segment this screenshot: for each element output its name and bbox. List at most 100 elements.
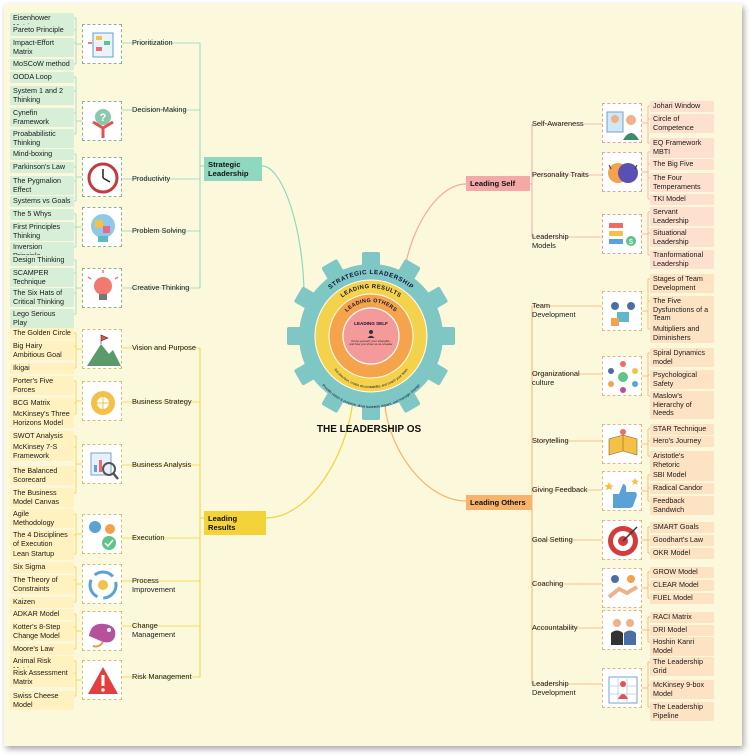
leaf-item[interactable]: Hoshin Kanri Model: [650, 637, 714, 657]
leaf-item[interactable]: The Golden Circle: [10, 328, 74, 339]
branch-leading-self[interactable]: Leading Self: [466, 176, 530, 191]
leaf-item[interactable]: Kaizen: [10, 597, 74, 608]
leaf-item[interactable]: First Principles Thinking: [10, 222, 74, 242]
leaf-item[interactable]: The Balanced Scorecard: [10, 466, 74, 486]
leaf-item[interactable]: SBI Model: [650, 470, 714, 481]
leaf-item[interactable]: Design Thinking: [10, 255, 74, 266]
subtopic-label[interactable]: Leadership Development: [532, 679, 576, 697]
leaf-item[interactable]: Big Hairy Ambitious Goal: [10, 341, 74, 361]
leaf-item[interactable]: Moore's Law: [10, 644, 74, 655]
leaf-item[interactable]: Hero's Journey: [650, 436, 714, 447]
leaf-item[interactable]: Parkinson's Law: [10, 162, 74, 173]
leaf-item[interactable]: The Five Dysfunctions of a Team: [650, 296, 714, 324]
subtopic-label[interactable]: Storytelling: [532, 436, 569, 445]
leaf-item[interactable]: Cynefin Framework: [10, 108, 74, 128]
leaf-item[interactable]: System 1 and 2 Thinking: [10, 86, 74, 106]
leaf-item[interactable]: EQ Framework: [650, 138, 714, 149]
hierarchy-icon: $: [602, 214, 642, 254]
leaf-item[interactable]: Feedback Sandwich: [650, 496, 714, 516]
leaf-item[interactable]: Aristotle's Rhetoric: [650, 451, 714, 471]
leaf-item[interactable]: The Four Temperaments: [650, 173, 714, 193]
leaf-item[interactable]: Lego Serious Play: [10, 309, 74, 329]
leaf-item[interactable]: Risk Assessment Matrix: [10, 668, 74, 688]
subtopic-label[interactable]: Execution: [132, 533, 165, 542]
leaf-item[interactable]: The 5 Whys: [10, 209, 74, 220]
subtopic-label[interactable]: Productivity: [132, 174, 171, 183]
leaf-item[interactable]: Radical Candor: [650, 483, 714, 494]
leaf-item[interactable]: The Leadership Grid: [650, 657, 714, 677]
subtopic-label[interactable]: Creative Thinking: [132, 283, 190, 292]
leaf-item[interactable]: Agile Methodology: [10, 509, 74, 529]
leaf-item[interactable]: OKR Model: [650, 548, 714, 559]
subtopic-label[interactable]: Process Improvement: [132, 576, 176, 594]
leaf-item[interactable]: STAR Technique: [650, 424, 714, 435]
leaf-item[interactable]: ADKAR Model: [10, 609, 74, 620]
leaf-item[interactable]: Servant Leadership: [650, 207, 714, 227]
leaf-item[interactable]: GROW Model: [650, 567, 714, 578]
subtopic-label[interactable]: Personality Traits: [532, 170, 589, 179]
leaf-item[interactable]: TKI Model: [650, 194, 714, 205]
leaf-item[interactable]: Goodhart's Law: [650, 535, 714, 546]
subtopic-label[interactable]: Organizational culture: [532, 369, 580, 387]
leaf-item[interactable]: MoSCoW method: [10, 59, 74, 70]
subtopic-label[interactable]: Business Strategy: [132, 397, 192, 406]
leaf-item[interactable]: Pareto Principle: [10, 25, 74, 36]
leaf-item[interactable]: The Big Five: [650, 159, 714, 170]
branch-leading-others[interactable]: Leading Others: [466, 495, 532, 510]
leaf-item[interactable]: SCAMPER Technique: [10, 268, 74, 288]
leaf-item[interactable]: Stages of Team Development: [650, 274, 714, 294]
leaf-item[interactable]: The Business Model Canvas: [10, 488, 74, 508]
leaf-item[interactable]: Lean Startup: [10, 549, 74, 560]
leaf-item[interactable]: McKinsey's Three Horizons Model: [10, 409, 74, 429]
leaf-item[interactable]: SWOT Analysis: [10, 431, 74, 442]
branch-leading-results[interactable]: Leading Results: [204, 511, 266, 535]
leaf-item[interactable]: Maslow's Hierarchy of Needs: [650, 391, 714, 419]
leaf-item[interactable]: McKinsey 9-box Model: [650, 680, 714, 700]
leaf-item[interactable]: Tranformational Leadership: [650, 250, 714, 270]
subtopic-label[interactable]: Accountability: [532, 623, 578, 632]
leaf-item[interactable]: Kotter's 8-Step Change Model: [10, 622, 74, 642]
leaf-item[interactable]: MBTI: [650, 147, 714, 158]
leaf-item[interactable]: CLEAR Model: [650, 580, 714, 591]
subtopic-label[interactable]: Leadership Models: [532, 232, 569, 250]
leaf-item[interactable]: The Pygmalion Effect: [10, 176, 74, 196]
leaf-item[interactable]: OODA Loop: [10, 72, 74, 83]
leaf-item[interactable]: Impact-Effort Matrix: [10, 38, 74, 58]
leaf-item[interactable]: Spiral Dynamics model: [650, 348, 714, 368]
subtopic-label[interactable]: Team Development: [532, 301, 576, 319]
leaf-item[interactable]: Multipliers and Diminishers: [650, 324, 714, 344]
leaf-item[interactable]: DRI Model: [650, 625, 714, 636]
leaf-item[interactable]: Ikigai: [10, 363, 74, 374]
subtopic-label[interactable]: Giving Feedback: [532, 485, 588, 494]
leaf-item[interactable]: The 4 Disciplines of Execution: [10, 530, 74, 550]
leaf-item[interactable]: The Theory of Constraints: [10, 575, 74, 595]
subtopic-label[interactable]: Self-Awareness: [532, 119, 584, 128]
leaf-item[interactable]: Six Sigma: [10, 562, 74, 573]
leaf-item[interactable]: Psychological Safety: [650, 370, 714, 390]
leaf-item[interactable]: McKinsey 7-S Framework: [10, 442, 74, 462]
subtopic-label[interactable]: Goal Setting: [532, 535, 573, 544]
leaf-item[interactable]: Porter's Five Forces: [10, 376, 74, 396]
leaf-item[interactable]: Proababilistic Thinking: [10, 129, 74, 149]
leaf-item[interactable]: Johari Window: [650, 101, 714, 112]
branch-strategic-leadership[interactable]: Strategic Leadership: [204, 157, 262, 181]
subtopic-label[interactable]: Risk Management: [132, 672, 192, 681]
leaf-item[interactable]: Situational Leadership: [650, 228, 714, 248]
subtopic-label[interactable]: Vision and Purpose: [132, 343, 196, 352]
subtopic-label[interactable]: Business Analysis: [132, 460, 192, 469]
leaf-item[interactable]: FUEL Model: [650, 593, 714, 604]
subtopic-label[interactable]: Prioritization: [132, 38, 173, 47]
leaf-item[interactable]: The Six Hats of Critical Thinking: [10, 288, 74, 308]
leaf-item[interactable]: BCG Matrix: [10, 398, 74, 409]
leaf-item[interactable]: RACI Matrix: [650, 612, 714, 623]
leaf-item[interactable]: The Leadership Pipeline: [650, 702, 714, 722]
leaf-item[interactable]: Mind-boxing: [10, 149, 74, 160]
subtopic-label[interactable]: Problem Solving: [132, 226, 186, 235]
subtopic-label[interactable]: Coaching: [532, 579, 564, 588]
leaf-item[interactable]: Circle of Competence: [650, 114, 714, 134]
leaf-item[interactable]: SMART Goals: [650, 522, 714, 533]
leaf-item[interactable]: Systems vs Goals: [10, 196, 74, 207]
subtopic-label[interactable]: Change Management: [132, 621, 176, 639]
leaf-item[interactable]: Swiss Cheese Model: [10, 691, 74, 711]
subtopic-label[interactable]: Decision-Making: [132, 105, 187, 114]
